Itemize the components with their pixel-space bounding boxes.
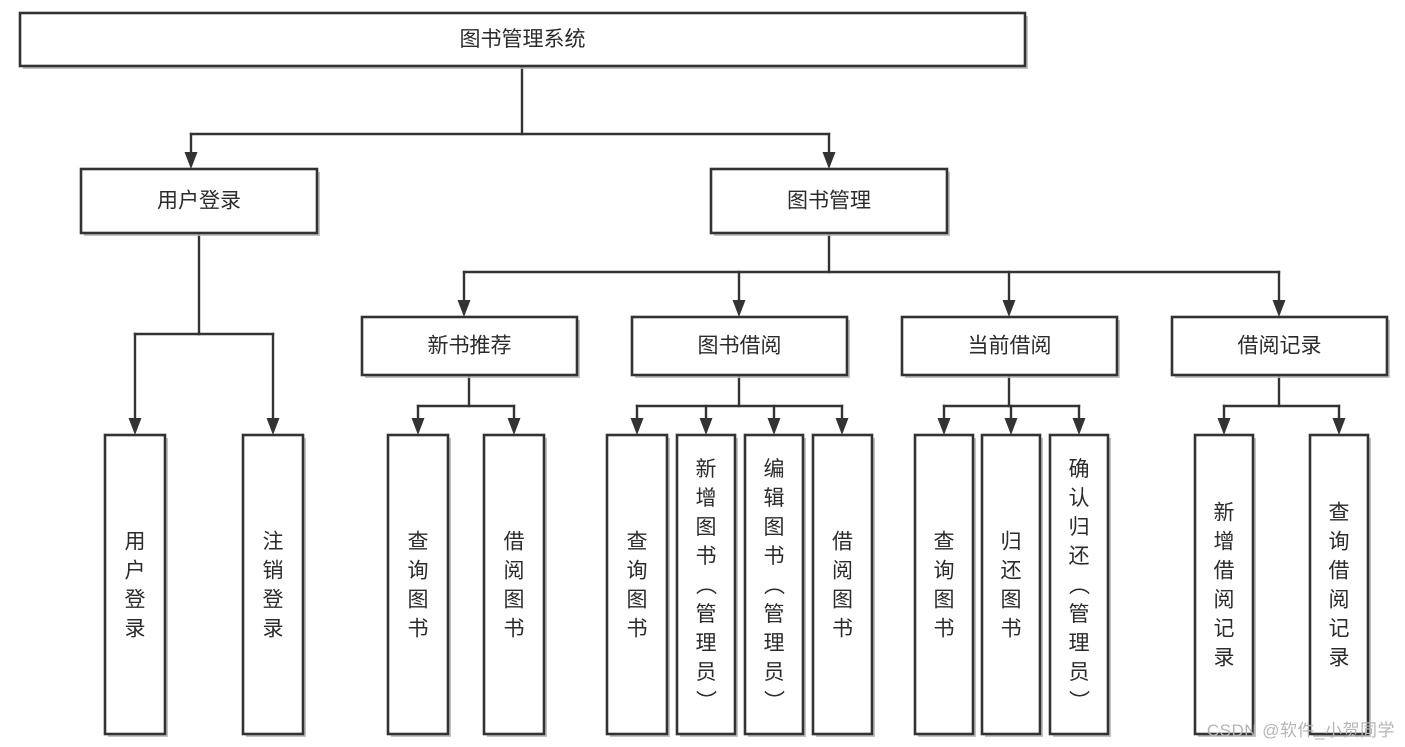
- node-box[interactable]: [913, 433, 975, 736]
- arrowhead-icon: [1072, 418, 1086, 435]
- node-box[interactable]: [675, 433, 737, 736]
- arrowhead-icon: [1004, 418, 1018, 435]
- arrowhead-icon: [266, 418, 280, 435]
- arrowhead-icon: [411, 418, 425, 435]
- arrowhead-icon: [630, 418, 644, 435]
- node-box[interactable]: [980, 433, 1042, 736]
- node-label: 查询借阅记录: [1329, 502, 1350, 670]
- node-label: 借阅图书: [832, 531, 853, 641]
- node-label: 借阅图书: [504, 531, 525, 641]
- node-label: 图书管理: [787, 190, 871, 213]
- node-leaf-edit-book[interactable]: 编辑图书（管理员）: [743, 433, 806, 737]
- node-leaf-user-login[interactable]: 用户登录: [103, 433, 168, 737]
- node-box[interactable]: [1170, 315, 1389, 377]
- node-box[interactable]: [630, 315, 849, 377]
- node-label: 注销登录: [263, 531, 284, 641]
- node-leaf-add-book[interactable]: 新增图书（管理员）: [675, 433, 738, 737]
- node-user-login[interactable]: 用户登录: [79, 167, 320, 236]
- node-label: 归还图书: [1001, 531, 1022, 641]
- node-new-book-rec[interactable]: 新书推荐: [360, 315, 580, 378]
- arrowhead-icon: [835, 418, 849, 435]
- node-label: 编辑图书（管理员）: [764, 458, 786, 713]
- node-leaf-query-book-1[interactable]: 查询图书: [386, 433, 451, 737]
- node-box[interactable]: [900, 315, 1119, 377]
- node-leaf-borrow-book-2[interactable]: 借阅图书: [811, 433, 875, 737]
- node-leaf-confirm-return[interactable]: 确认归还（管理员）: [1048, 433, 1111, 737]
- node-leaf-query-book-3[interactable]: 查询图书: [913, 433, 976, 737]
- node-label: 新增借阅记录: [1214, 502, 1235, 670]
- arrowhead-icon: [732, 300, 746, 317]
- arrowhead-icon: [184, 152, 198, 169]
- node-leaf-borrow-book-1[interactable]: 借阅图书: [482, 433, 547, 737]
- node-label: 用户登录: [157, 190, 241, 213]
- connector-group: [457, 231, 1286, 317]
- arrowhead-icon: [1332, 418, 1346, 435]
- node-box[interactable]: [360, 315, 579, 377]
- arrowhead-icon: [937, 418, 951, 435]
- node-label: 查询图书: [627, 531, 648, 641]
- connector-group: [411, 373, 521, 435]
- arrowhead-icon: [767, 418, 781, 435]
- node-box[interactable]: [103, 433, 167, 736]
- node-label: 新增图书（管理员）: [696, 458, 718, 713]
- node-box[interactable]: [386, 433, 450, 736]
- node-label: 查询图书: [408, 531, 429, 641]
- arrowhead-icon: [128, 418, 142, 435]
- node-label: 用户登录: [125, 531, 146, 641]
- arrowhead-icon: [1002, 300, 1016, 317]
- node-box[interactable]: [709, 167, 949, 235]
- connector-group: [128, 231, 280, 435]
- node-root[interactable]: 图书管理系统: [18, 11, 1028, 69]
- connector-group: [630, 373, 849, 435]
- node-label: 借阅记录: [1238, 335, 1322, 358]
- node-label: 图书借阅: [698, 335, 782, 358]
- node-box[interactable]: [79, 167, 319, 235]
- node-leaf-add-record[interactable]: 新增借阅记录: [1193, 433, 1256, 737]
- node-box[interactable]: [1048, 433, 1110, 736]
- node-box[interactable]: [811, 433, 874, 736]
- connector-group: [1217, 373, 1346, 435]
- node-box[interactable]: [241, 433, 305, 736]
- connector-group: [937, 373, 1086, 435]
- node-label: 新书推荐: [428, 335, 512, 358]
- arrowhead-icon: [699, 418, 713, 435]
- node-leaf-query-book-2[interactable]: 查询图书: [605, 433, 670, 737]
- node-box[interactable]: [605, 433, 669, 736]
- node-label: 当前借阅: [968, 335, 1052, 358]
- node-box[interactable]: [1193, 433, 1255, 736]
- node-box[interactable]: [1308, 433, 1370, 736]
- node-leaf-logout[interactable]: 注销登录: [241, 433, 306, 737]
- node-label: 查询图书: [934, 531, 955, 641]
- node-current-borrow[interactable]: 当前借阅: [900, 315, 1120, 378]
- arrowhead-icon: [507, 418, 521, 435]
- node-borrow-record[interactable]: 借阅记录: [1170, 315, 1390, 378]
- node-label: 确认归还（管理员）: [1069, 458, 1091, 713]
- connector-group: [184, 64, 836, 169]
- arrowhead-icon: [1272, 300, 1286, 317]
- node-box[interactable]: [482, 433, 546, 736]
- arrowhead-icon: [457, 300, 471, 317]
- node-box[interactable]: [18, 11, 1027, 68]
- node-book-borrow[interactable]: 图书借阅: [630, 315, 850, 378]
- node-box[interactable]: [743, 433, 805, 736]
- node-book-manage[interactable]: 图书管理: [709, 167, 950, 236]
- node-leaf-return-book[interactable]: 归还图书: [980, 433, 1043, 737]
- node-label: 图书管理系统: [460, 28, 586, 51]
- node-leaf-query-record[interactable]: 查询借阅记录: [1308, 433, 1371, 737]
- arrowhead-icon: [822, 152, 836, 169]
- arrowhead-icon: [1217, 418, 1231, 435]
